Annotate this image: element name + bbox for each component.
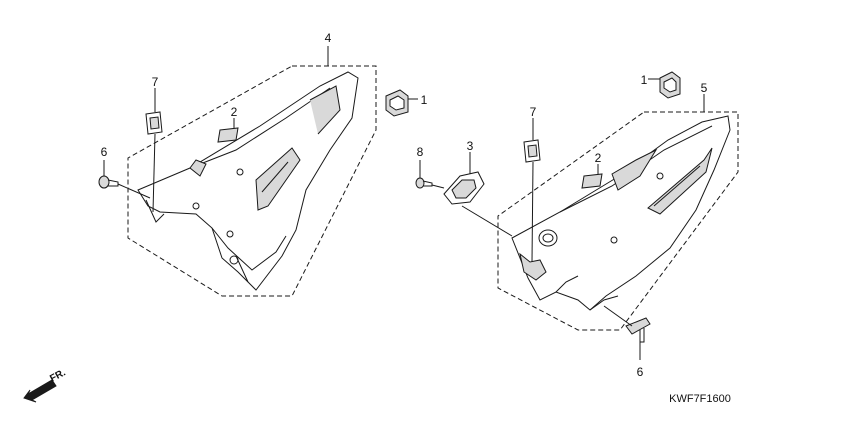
right-clip-to-cover-line — [531, 161, 534, 263]
right-clip — [523, 139, 541, 163]
left-screw — [98, 175, 119, 189]
left-cover-label: 4 — [325, 31, 332, 45]
right-emblem-label: 2 — [595, 151, 602, 165]
right-screw — [625, 317, 651, 343]
front-indicator-text: FR. — [48, 367, 68, 384]
left-screw-to-cover-line — [117, 183, 151, 199]
left-screw-label: 6 — [101, 145, 108, 159]
right-screw-to-cover-line — [603, 305, 633, 327]
right-group-dashed-boundary — [497, 111, 739, 331]
cap-screw — [415, 177, 433, 189]
left-side-cover — [137, 71, 359, 291]
center-grommet-label: 1 — [421, 93, 428, 107]
cap-label: 3 — [467, 139, 474, 153]
right-screw-label: 6 — [637, 365, 644, 379]
right-grommet-label: 1 — [641, 73, 648, 87]
right-grommet — [659, 71, 681, 99]
left-clip-to-cover-line — [152, 133, 156, 213]
cap-screw-to-cap-line — [431, 184, 445, 189]
left-clip-label: 7 — [152, 75, 159, 89]
right-side-cover — [511, 115, 731, 311]
left-emblem — [217, 127, 239, 143]
diagram-code: KWF7F1600 — [669, 393, 731, 405]
right-clip-label: 7 — [530, 105, 537, 119]
center-grommet — [385, 89, 409, 117]
cap — [443, 171, 485, 205]
left-emblem-label: 2 — [231, 105, 238, 119]
right-cover-label: 5 — [701, 81, 708, 95]
cap-to-right-cover-line — [461, 205, 513, 237]
left-clip — [145, 111, 163, 135]
cap-screw-label: 8 — [417, 145, 424, 159]
left-group-dashed-boundary — [127, 65, 377, 297]
front-direction-arrow-icon — [23, 379, 57, 403]
right-emblem — [581, 173, 603, 189]
